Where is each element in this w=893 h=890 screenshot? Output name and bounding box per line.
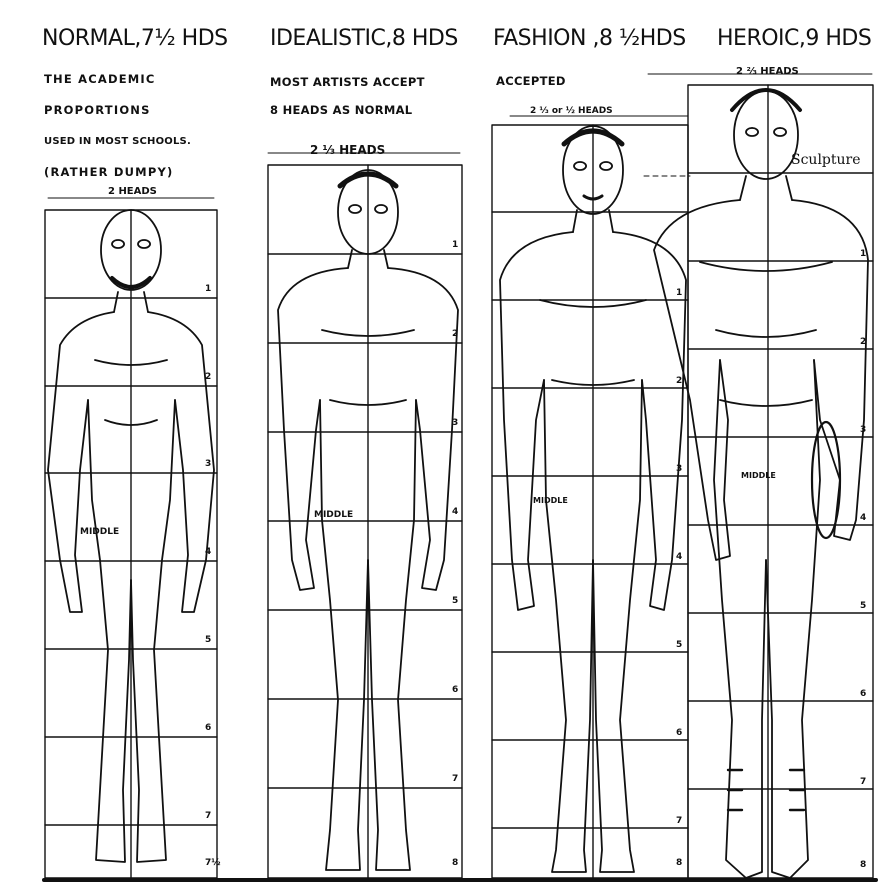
head-mark-number: 6 <box>452 685 458 695</box>
head-mark-number: 3 <box>205 459 211 469</box>
head-mark-number: 7 <box>860 777 866 787</box>
head-mark-number: 2 <box>452 329 458 339</box>
head-mark-number: 2 <box>205 372 211 382</box>
head-mark-number: 7 <box>205 811 211 821</box>
head-mark-number: 4 <box>676 552 682 562</box>
head-mark-number: 5 <box>676 640 682 650</box>
head-mark-number: 1 <box>676 288 682 298</box>
head-mark-number: 3 <box>676 464 682 474</box>
grid-fashion <box>492 116 688 878</box>
grid-normal <box>45 198 217 878</box>
head-mark-number: 4 <box>205 547 211 557</box>
head-mark-number: 8 <box>860 860 866 870</box>
head-mark-number: 5 <box>452 596 458 606</box>
head-mark-number: 4 <box>452 507 458 517</box>
head-mark-number: 6 <box>205 723 211 733</box>
head-mark-number: 6 <box>676 728 682 738</box>
head-mark-number: 5 <box>860 601 866 611</box>
head-mark-number: 1 <box>860 249 866 259</box>
head-mark-number: 1 <box>205 284 211 294</box>
grid-idealistic <box>268 153 462 878</box>
head-mark-number: 1 <box>452 240 458 250</box>
head-mark-number: 2 <box>676 376 682 386</box>
head-mark-number: 7 <box>452 774 458 784</box>
head-mark-number: 7½ <box>205 858 221 868</box>
head-mark-number: 5 <box>205 635 211 645</box>
head-mark-number: 4 <box>860 513 866 523</box>
head-mark-number: 3 <box>452 418 458 428</box>
head-mark-number: 7 <box>676 816 682 826</box>
head-mark-number: 2 <box>860 337 866 347</box>
head-mark-number: 8 <box>676 858 682 868</box>
head-mark-number: 6 <box>860 689 866 699</box>
head-mark-number: 8 <box>452 858 458 868</box>
head-mark-number: 3 <box>860 425 866 435</box>
